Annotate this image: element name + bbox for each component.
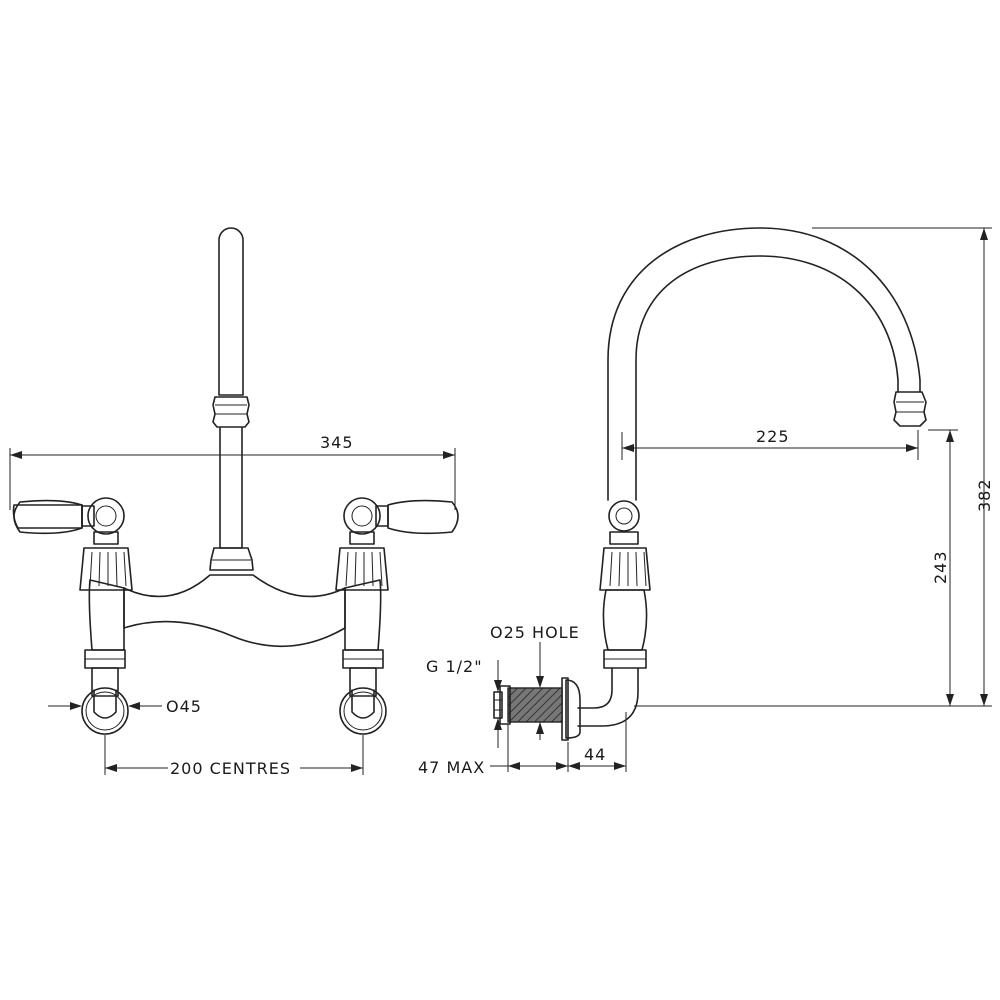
dimension-projection-label: 44 [584, 745, 606, 764]
front-spout [209, 227, 254, 571]
dimension-spout-reach: 225 [621, 427, 919, 460]
side-valve-body [577, 547, 651, 727]
side-spout-joint [608, 500, 640, 545]
dimension-spout-reach-label: 225 [756, 427, 790, 446]
dimension-outlet-height: 243 [928, 429, 958, 706]
dimension-overall-width: 345 [9, 433, 456, 510]
front-view: 345 O45 200 CENTRES [9, 227, 459, 778]
front-left-valve [12, 497, 133, 735]
dimension-thread: G 1/2" [426, 657, 502, 748]
front-right-valve [335, 497, 459, 735]
dimension-centres: 200 CENTRES [104, 735, 364, 778]
dimension-overall-width-label: 345 [320, 433, 354, 452]
side-view: 225 382 243 O25 HOLE [418, 227, 994, 777]
dimension-wall-depth: 47 MAX 44 [418, 712, 627, 777]
dimension-hole-diameter-label: O25 HOLE [490, 623, 580, 642]
dimension-centres-label: 200 CENTRES [170, 759, 291, 778]
side-gooseneck-spout [607, 227, 927, 501]
dimension-overall-height-label: 382 [975, 478, 994, 512]
dimension-flange-diameter-label: O45 [166, 697, 202, 716]
dimension-outlet-height-label: 243 [931, 550, 950, 584]
dimension-flange-diameter: O45 [48, 697, 202, 716]
dimension-hole-diameter: O25 HOLE [490, 623, 580, 740]
side-wall-fixing [493, 677, 581, 741]
dimension-overall-height: 382 [634, 227, 994, 707]
dimension-wall-max-label: 47 MAX [418, 758, 485, 777]
dimension-thread-label: G 1/2" [426, 657, 483, 676]
